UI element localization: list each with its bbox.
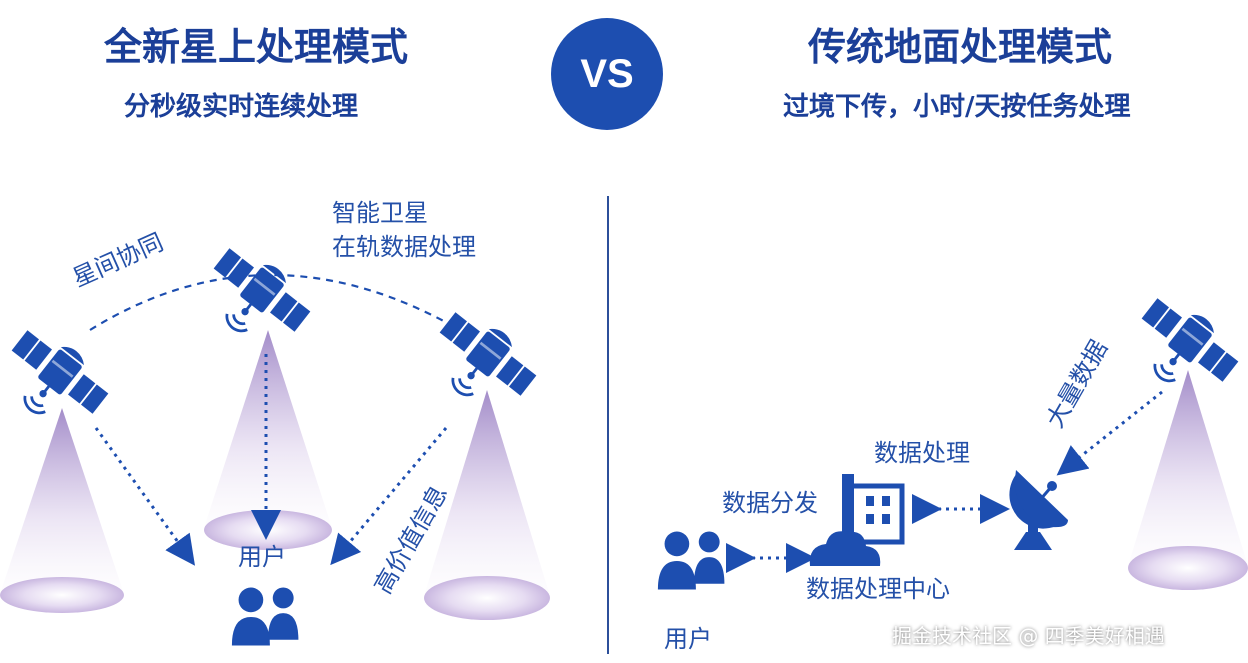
beam-right xyxy=(1128,370,1248,581)
center-divider xyxy=(607,196,609,654)
beam-spot-left-3 xyxy=(424,576,550,620)
watermark-text: 掘金技术社区 @ 四季美好相遇 xyxy=(892,624,1165,648)
right-subtitle: 过境下传，小时/天按任务处理 xyxy=(783,92,1131,122)
right-user-icon xyxy=(657,531,725,590)
label-left-user: 用户 xyxy=(238,543,286,571)
beam-spot-left-1 xyxy=(0,577,124,613)
label-smart-satellite-line2: 在轨数据处理 xyxy=(332,233,476,261)
label-smart-satellite-line1: 智能卫星 xyxy=(332,199,428,227)
label-right-user: 用户 xyxy=(664,625,712,653)
data-center-icon xyxy=(809,474,905,566)
vs-badge: VS xyxy=(551,18,663,130)
satellite-left-3 xyxy=(416,300,547,425)
label-data-distribution: 数据分发 xyxy=(722,489,818,517)
left-title: 全新星上处理模式 xyxy=(104,25,409,69)
beam-spot-right xyxy=(1128,546,1248,590)
satellite-left-2 xyxy=(190,236,321,361)
inter-satellite-arc xyxy=(89,274,461,331)
right-title: 传统地面处理模式 xyxy=(808,25,1113,69)
label-data-processing: 数据处理 xyxy=(874,439,970,467)
beam-left-1 xyxy=(0,408,124,609)
ground-station-icon xyxy=(1009,470,1068,550)
left-user-icon xyxy=(231,587,299,646)
beam-left-3 xyxy=(424,390,550,612)
beam-left-2 xyxy=(204,330,332,544)
left-subtitle: 分秒级实时连续处理 xyxy=(124,92,359,122)
left-beams xyxy=(0,330,550,620)
label-data-center: 数据处理中心 xyxy=(806,575,950,603)
arrow-sat1-user xyxy=(94,427,196,566)
